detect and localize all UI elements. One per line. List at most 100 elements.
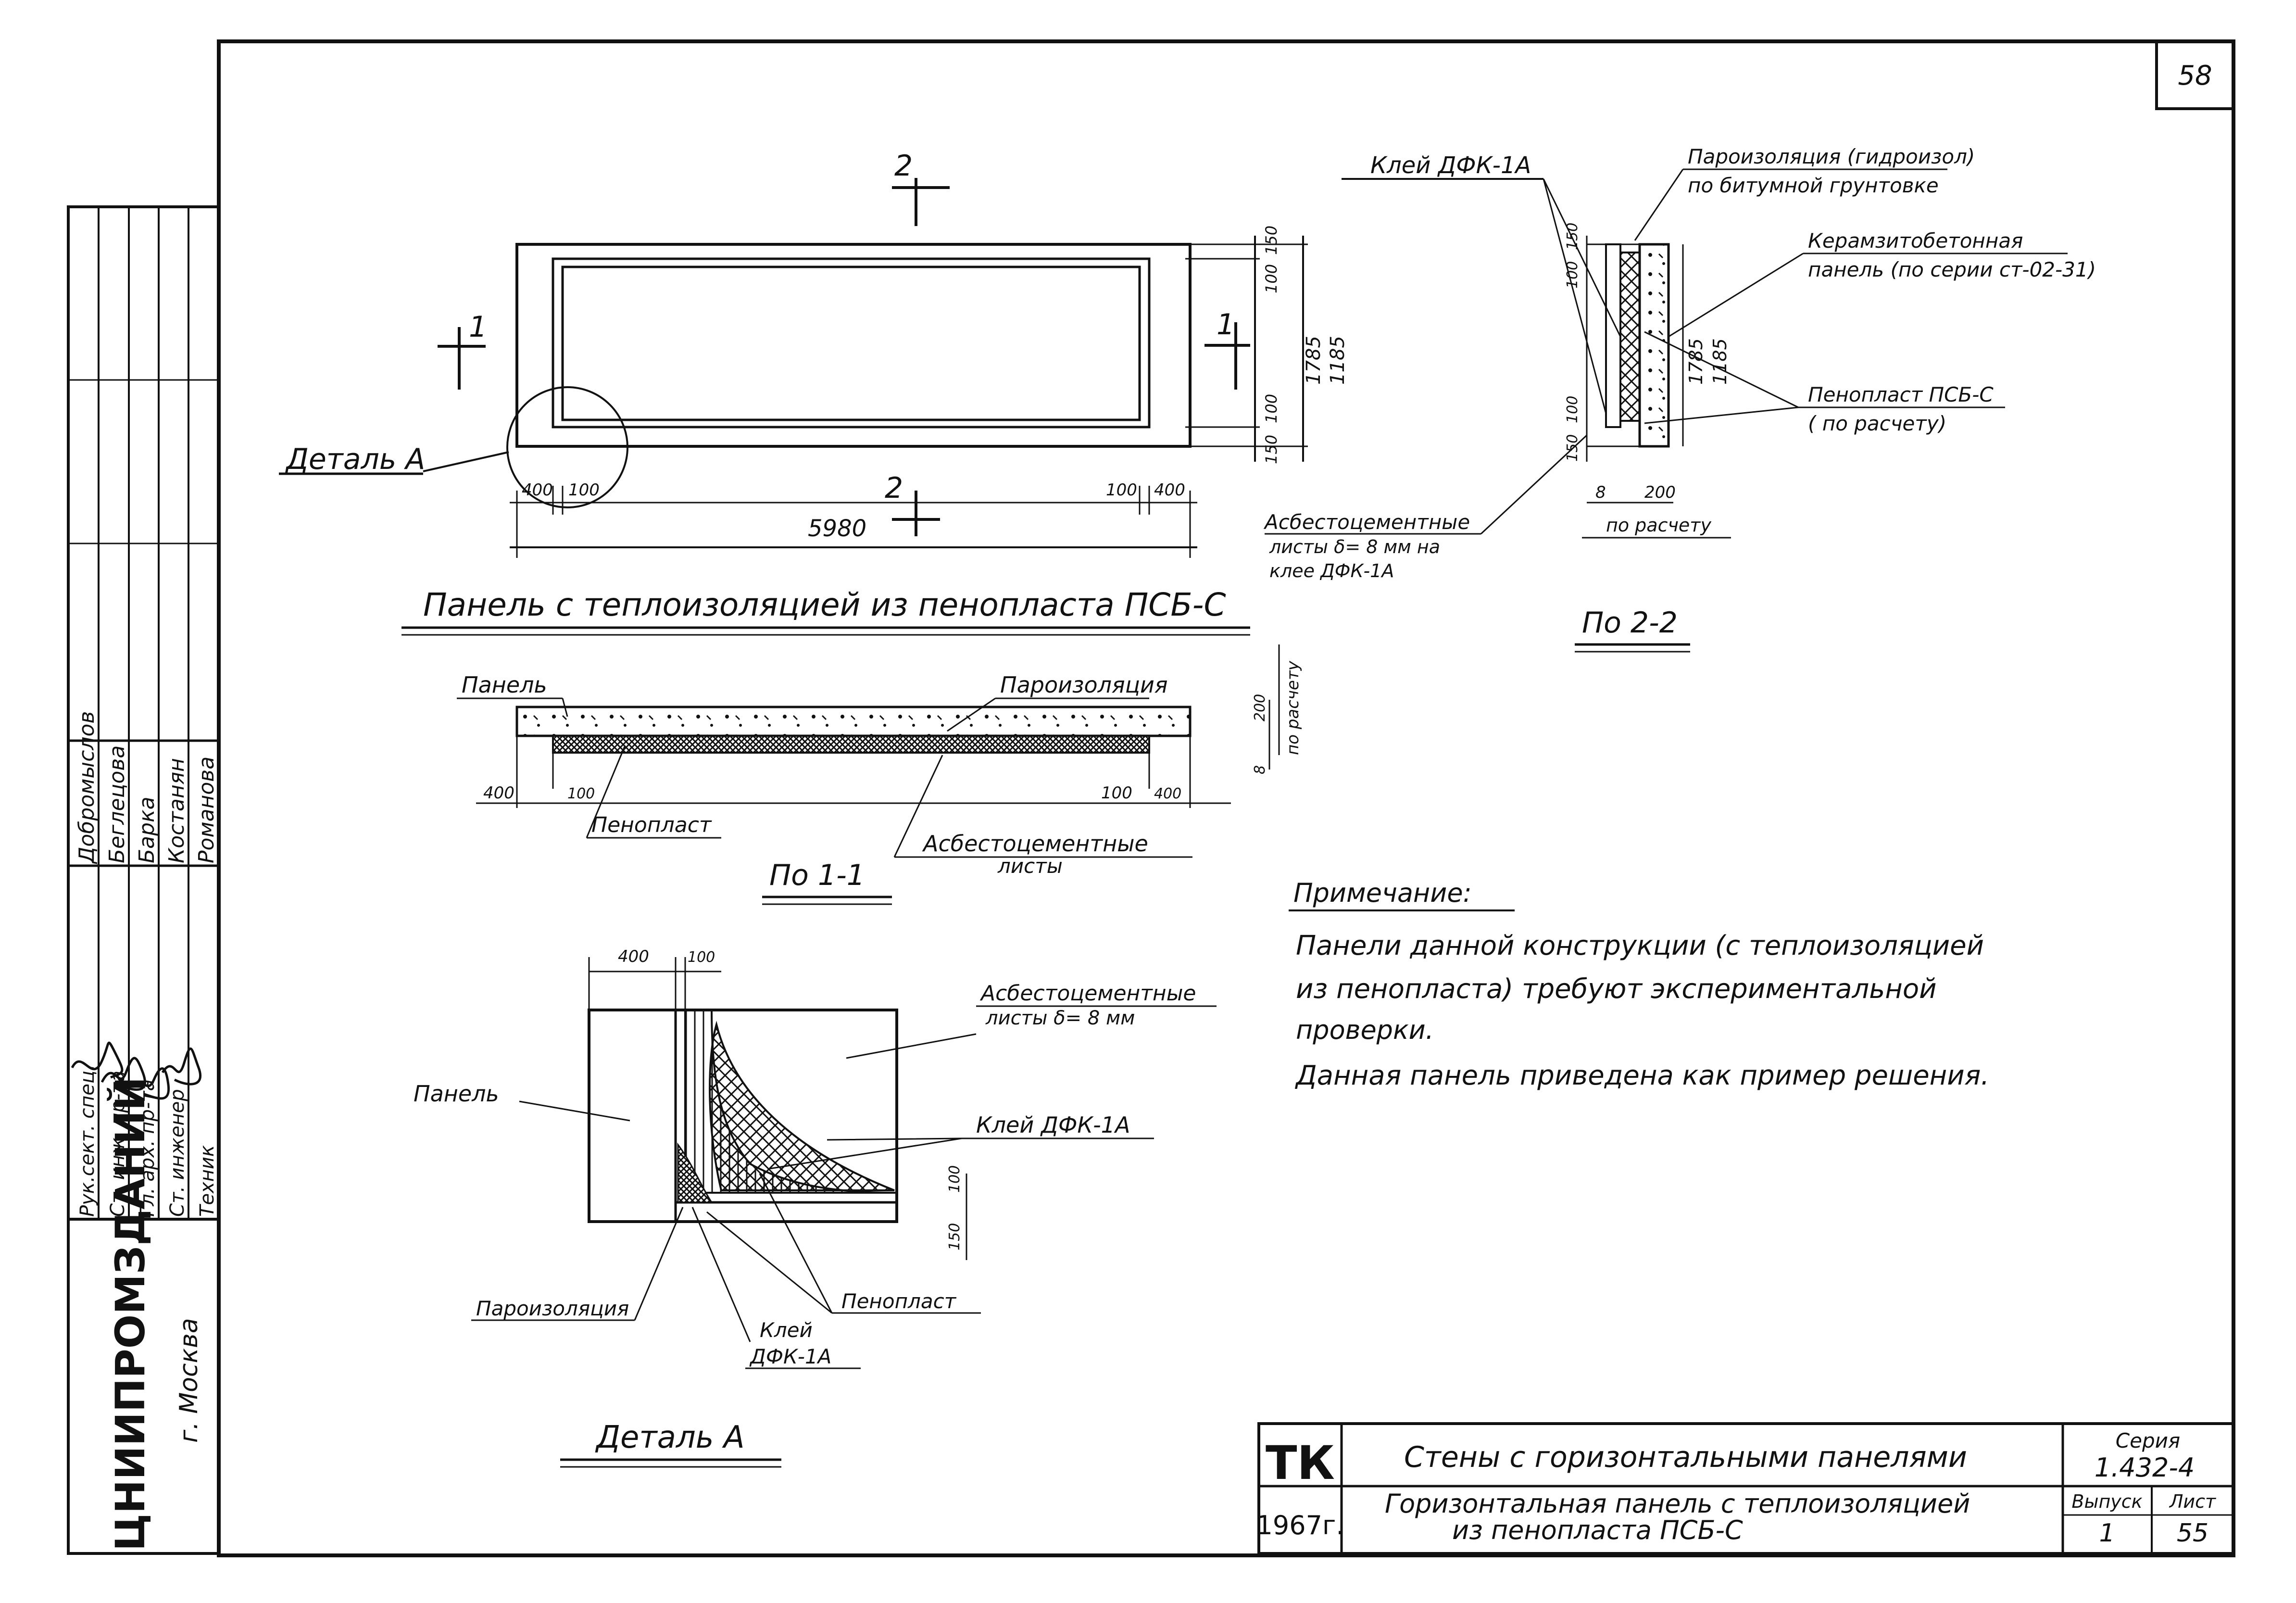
staff-role-1: Рук.сект. спец. bbox=[76, 1064, 99, 1217]
svg-text:Асбестоцементные: Асбестоцементные bbox=[922, 831, 1148, 857]
svg-text:400: 400 bbox=[1154, 785, 1181, 802]
title-sub-1: Горизонтальная панель с теплоизоляцией bbox=[1385, 1489, 1970, 1519]
svg-text:150: 150 bbox=[1564, 434, 1581, 462]
svg-text:Керамзитобетонная: Керамзитобетонная bbox=[1808, 229, 2023, 252]
svg-text:100: 100 bbox=[688, 949, 715, 966]
svg-text:200: 200 bbox=[1644, 483, 1676, 502]
detail-a-callout: Деталь А bbox=[285, 442, 425, 476]
svg-text:проверки.: проверки. bbox=[1296, 1015, 1434, 1045]
svg-text:Панель: Панель bbox=[462, 672, 547, 698]
svg-text:100: 100 bbox=[567, 785, 595, 802]
detail-a-title: Деталь А bbox=[595, 1420, 745, 1455]
svg-text:листы δ= 8 мм: листы δ= 8 мм bbox=[985, 1007, 1135, 1029]
page-number: 58 bbox=[2178, 60, 2212, 91]
note-block: Примечание: Панели данной конструкции (с… bbox=[1289, 878, 1989, 1091]
svg-text:Пароизоляция: Пароизоляция bbox=[1000, 672, 1168, 698]
svg-text:Выпуск: Выпуск bbox=[2071, 1491, 2142, 1512]
svg-text:200: 200 bbox=[1252, 694, 1268, 721]
section-marker-1-right: 1 bbox=[1204, 308, 1250, 390]
svg-text:Клей ДФК-1А: Клей ДФК-1А bbox=[976, 1112, 1130, 1138]
note-heading: Примечание: bbox=[1293, 878, 1472, 908]
staff-role-2: Ст. инж. пр-та bbox=[107, 1071, 129, 1217]
dim-1185: 1185 bbox=[1327, 336, 1349, 385]
panel-dimensions: 5980 400 100 100 400 150 100 100 150 178… bbox=[510, 226, 1349, 558]
svg-text:1185: 1185 bbox=[1709, 338, 1731, 385]
svg-text:Асбестоцементные: Асбестоцементные bbox=[979, 981, 1196, 1006]
section-1-1-title: По 1-1 bbox=[769, 858, 865, 892]
svg-text:8: 8 bbox=[1595, 483, 1606, 502]
sheet-value: 55 bbox=[2177, 1519, 2208, 1548]
svg-text:Асбестоцементные: Асбестоцементные bbox=[1263, 510, 1470, 534]
staff-name-2: Беглецова bbox=[105, 745, 129, 863]
section-2-2-title: По 2-2 bbox=[1582, 606, 1678, 640]
svg-text:Серия: Серия bbox=[2116, 1429, 2180, 1452]
title-code: ТК bbox=[1266, 1436, 1335, 1490]
staff-name-3: Барка bbox=[135, 796, 159, 863]
svg-text:по расчету: по расчету bbox=[1283, 660, 1303, 755]
svg-text:по битумной грунтовке: по битумной грунтовке bbox=[1688, 174, 1939, 197]
svg-text:1: 1 bbox=[469, 310, 487, 344]
svg-text:100: 100 bbox=[1262, 264, 1280, 293]
staff-name-5: Романова bbox=[194, 757, 219, 863]
staff-role-4: Ст. инженер bbox=[166, 1089, 188, 1217]
svg-text:листы: листы bbox=[997, 854, 1063, 878]
title-main: Стены с горизонтальными панелями bbox=[1404, 1440, 1967, 1474]
section-2-2: Клей ДФК-1А Пароизоляция (гидроизол) по … bbox=[1263, 145, 2096, 653]
staff-role-5: Техник bbox=[196, 1145, 218, 1217]
dim-1785: 1785 bbox=[1303, 336, 1325, 385]
svg-text:из пенопласта) требуют экспери: из пенопласта) требуют экспериментальной bbox=[1296, 973, 1937, 1005]
section-marker-1-left: 1 bbox=[438, 310, 487, 390]
detail-a: 400 100 100 150 Панель Асбестоцементные … bbox=[414, 947, 1217, 1468]
svg-text:150: 150 bbox=[946, 1223, 963, 1250]
section-marker-2-bottom: 2 bbox=[885, 471, 940, 536]
series-value: 1.432-4 bbox=[2095, 1452, 2195, 1483]
svg-text:100: 100 bbox=[946, 1165, 963, 1193]
svg-text:1: 1 bbox=[1217, 308, 1235, 341]
svg-text:( по расчету): ( по расчету) bbox=[1808, 412, 1946, 435]
title-block: ТК 1967г. Стены с горизонтальными панеля… bbox=[1256, 1422, 2235, 1555]
organization-name: ЦНИИПРОМЗДАНИЙ bbox=[107, 1077, 154, 1551]
section-1-1: Панель Пароизоляция Пенопласт Асбестоцем… bbox=[457, 644, 1303, 905]
svg-text:400: 400 bbox=[1154, 480, 1185, 500]
svg-text:Панели данной конструкции (с т: Панели данной конструкции (с теплоизоляц… bbox=[1296, 930, 1984, 961]
svg-text:листы δ= 8 мм на: листы δ= 8 мм на bbox=[1269, 536, 1440, 557]
svg-text:400: 400 bbox=[618, 947, 649, 966]
svg-text:Пенопласт: Пенопласт bbox=[591, 813, 712, 837]
dim-5980: 5980 bbox=[808, 515, 866, 542]
svg-text:2: 2 bbox=[894, 149, 913, 183]
svg-text:Панель: Панель bbox=[414, 1081, 499, 1107]
svg-text:100: 100 bbox=[568, 480, 600, 500]
staff-role-3: Гл. арх. пр-та bbox=[137, 1079, 159, 1217]
svg-text:100: 100 bbox=[1262, 394, 1280, 423]
svg-text:100: 100 bbox=[1564, 396, 1581, 423]
glue-label-2-2: Клей ДФК-1А bbox=[1370, 152, 1531, 179]
left-stamp: Рук.сект. спец. Ст. инж. пр-та Гл. арх. … bbox=[67, 205, 220, 1555]
svg-text:клее ДФК-1А: клее ДФК-1А bbox=[1269, 560, 1394, 581]
svg-text:400: 400 bbox=[483, 783, 514, 803]
svg-text:100: 100 bbox=[1564, 261, 1581, 289]
svg-text:2: 2 bbox=[885, 471, 903, 505]
svg-text:150: 150 bbox=[1564, 223, 1581, 250]
staff-name-4: Костанян bbox=[164, 758, 189, 863]
svg-text:400: 400 bbox=[522, 480, 553, 500]
title-year: 1967г. bbox=[1256, 1510, 1344, 1540]
panel-view: Деталь А 2 2 1 1 5980 bbox=[279, 149, 1349, 636]
svg-text:Клей: Клей bbox=[760, 1318, 813, 1342]
panel-view-title: Панель с теплоизоляцией из пенопласта ПС… bbox=[423, 586, 1226, 623]
svg-text:Пенопласт ПСБ-С: Пенопласт ПСБ-С bbox=[1808, 383, 1994, 406]
svg-text:Пароизоляция (гидроизол): Пароизоляция (гидроизол) bbox=[1688, 145, 1975, 168]
svg-text:панель (по серии ст-02-31): панель (по серии ст-02-31) bbox=[1808, 258, 2096, 281]
svg-text:1785: 1785 bbox=[1685, 338, 1706, 385]
svg-text:по расчету: по расчету bbox=[1606, 515, 1711, 536]
svg-text:150: 150 bbox=[1262, 226, 1280, 255]
svg-text:Данная панель приведена как пр: Данная панель приведена как пример решен… bbox=[1294, 1060, 1989, 1091]
svg-text:100: 100 bbox=[1106, 480, 1137, 500]
issue-value: 1 bbox=[2099, 1519, 2115, 1548]
svg-text:Пенопласт: Пенопласт bbox=[841, 1289, 957, 1313]
svg-text:100: 100 bbox=[1101, 783, 1132, 803]
svg-text:150: 150 bbox=[1262, 435, 1280, 464]
title-sub-2: из пенопласта ПСБ-С bbox=[1452, 1515, 1743, 1545]
svg-text:Лист: Лист bbox=[2169, 1491, 2217, 1512]
organization-city: г. Москва bbox=[175, 1318, 203, 1443]
